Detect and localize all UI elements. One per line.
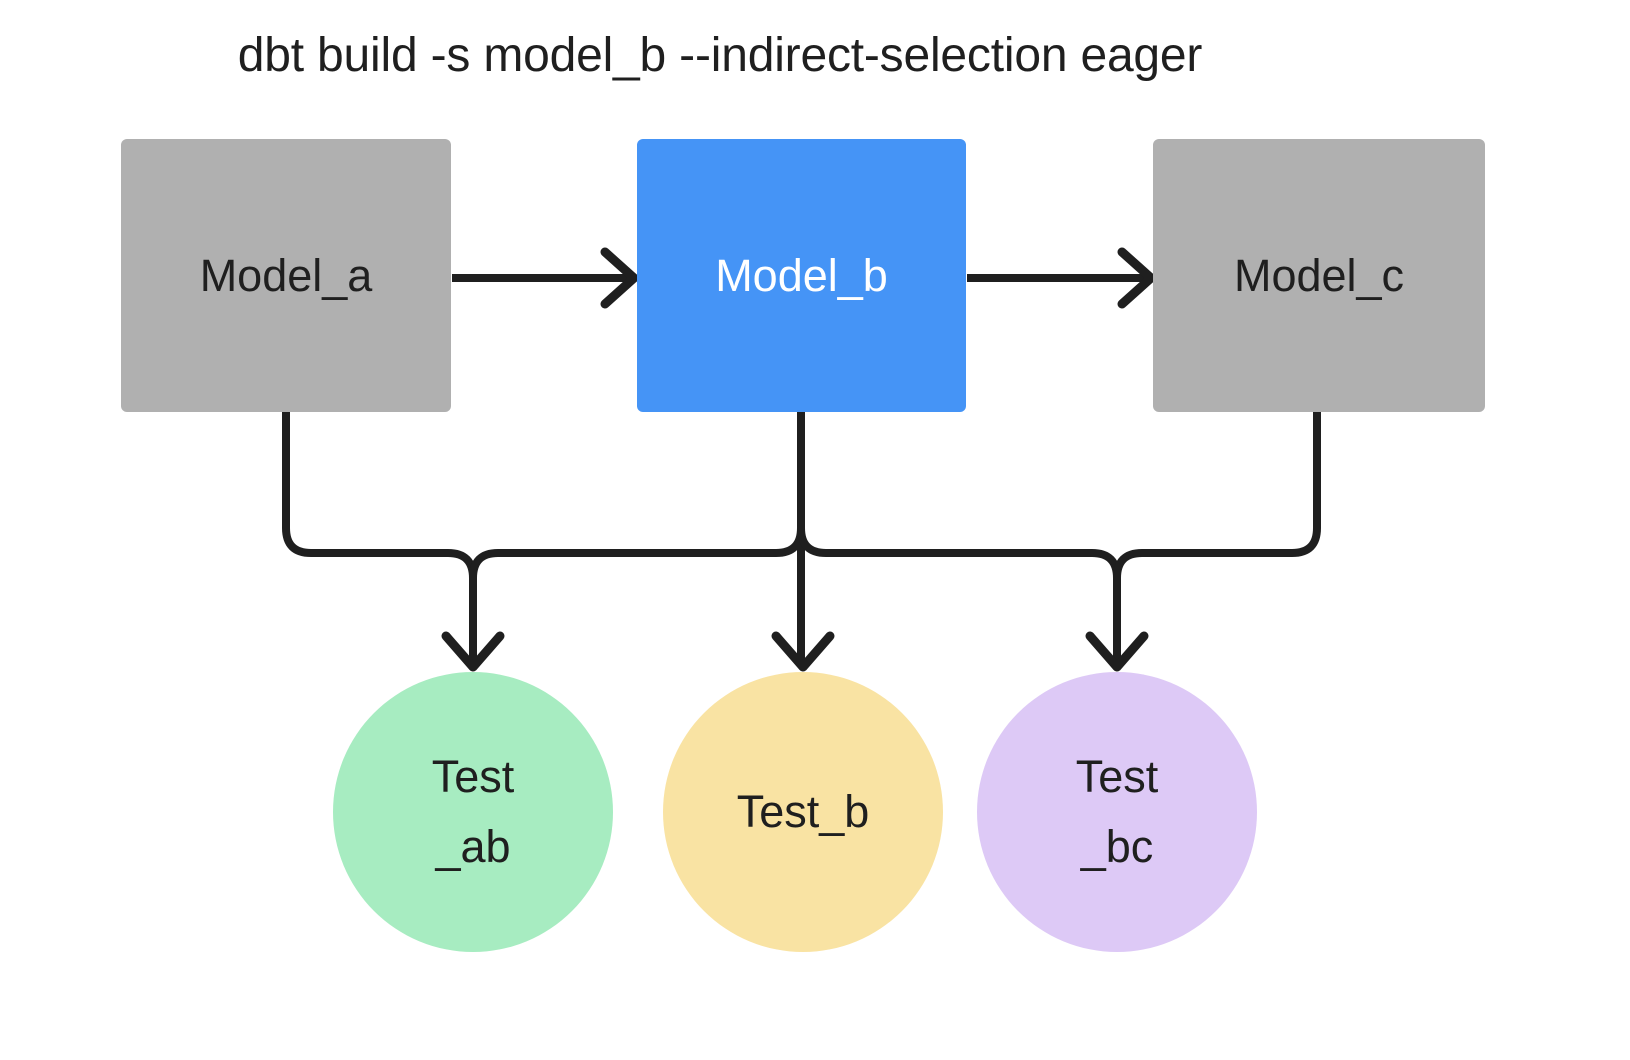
node-model-a[interactable]: Model_a <box>121 139 451 412</box>
edge-model-c-to-test-bc <box>1113 412 1321 579</box>
node-test-bc-label: Test _bc <box>1075 751 1159 872</box>
edge-model-b-to-test-ab <box>469 412 805 579</box>
node-test-b-label: Test_b <box>736 786 870 838</box>
node-model-b[interactable]: Model_b <box>637 139 966 412</box>
arrowhead-test-ab-in <box>441 631 505 672</box>
arrowhead-model-c-in <box>1117 247 1156 309</box>
node-model-c-label: Model_c <box>1233 249 1405 301</box>
node-test-b[interactable]: Test_b <box>663 672 943 952</box>
node-test-ab-label: Test _ab <box>431 751 515 872</box>
node-test-bc[interactable]: Test _bc <box>977 672 1257 952</box>
node-model-a-label: Model_a <box>199 249 373 301</box>
node-model-b-label: Model_b <box>715 249 888 301</box>
node-test-ab[interactable]: Test _ab <box>333 672 613 952</box>
edge-model-a-to-test-ab <box>282 412 477 660</box>
arrowhead-test-bc-in <box>1085 631 1149 672</box>
edge-model-b-to-test-bc <box>797 412 1121 660</box>
node-model-c[interactable]: Model_c <box>1153 139 1485 412</box>
arrowhead-model-b-in <box>600 247 639 309</box>
arrowhead-test-b-in <box>771 631 835 672</box>
page-title: dbt build -s model_b --indirect-selectio… <box>237 29 1203 82</box>
